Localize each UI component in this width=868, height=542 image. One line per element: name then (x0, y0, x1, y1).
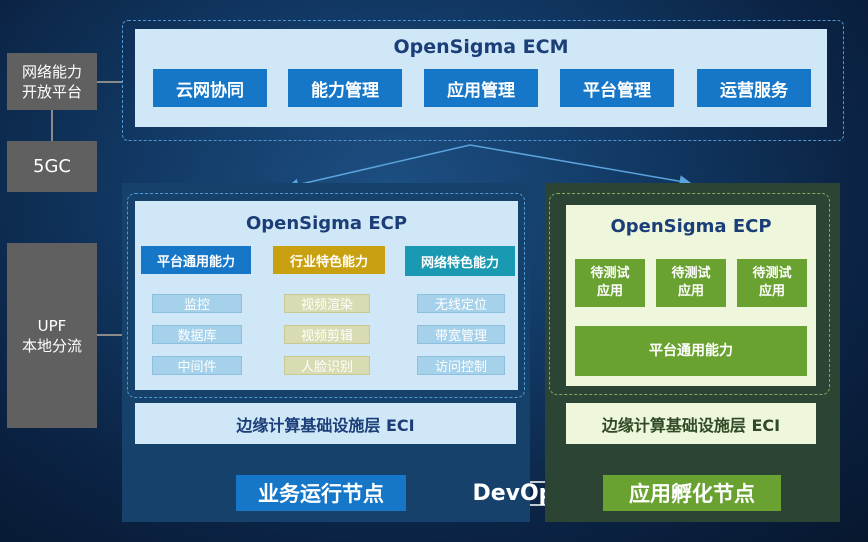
business-ecp-frame (127, 193, 525, 398)
category-network-feature: 网络特色能力 (405, 246, 515, 276)
business-eci-bar: 边缘计算基础设施层 ECI (135, 403, 516, 444)
capability-cell: 监控 (152, 294, 242, 313)
ecm-item-capability-mgmt: 能力管理 (288, 69, 402, 107)
capability-cell: 视频剪辑 (284, 325, 370, 344)
capability-cell: 中间件 (152, 356, 242, 375)
business-ecp-title: OpenSigma ECP (245, 213, 408, 234)
arrow-ecm-to-business (286, 144, 471, 191)
arrow-ecm-to-incubation (469, 144, 692, 188)
business-node-label: 业务运行节点 (236, 475, 406, 511)
capability-cell: 数据库 (152, 325, 242, 344)
test-app-box: 待测试 应用 (575, 259, 645, 307)
5gc-box: 5GC (7, 141, 97, 192)
incubation-ecp-title: OpenSigma ECP (610, 216, 772, 237)
incubation-eci-bar: 边缘计算基础设施层 ECI (566, 403, 816, 444)
upf-box: UPF 本地分流 (7, 243, 97, 428)
ecm-item-cloud-network: 云网协同 (153, 69, 267, 107)
incubation-ecp-frame (549, 193, 830, 395)
incubation-common-capability: 平台通用能力 (575, 326, 807, 376)
capability-cell: 视频渲染 (284, 294, 370, 313)
capability-cell: 带宽管理 (417, 325, 505, 344)
ecm-frame (122, 20, 844, 141)
test-app-box: 待测试 应用 (656, 259, 726, 307)
incubation-node-label: 应用孵化节点 (603, 475, 781, 511)
open-platform-box: 网络能力 开放平台 (7, 53, 97, 110)
ecm-title: OpenSigma ECM (393, 36, 569, 58)
capability-cell: 人脸识别 (284, 356, 370, 375)
test-app-box: 待测试 应用 (737, 259, 807, 307)
ecm-item-operation-service: 运营服务 (697, 69, 811, 107)
ecm-item-platform-mgmt: 平台管理 (560, 69, 674, 107)
capability-cell: 无线定位 (417, 294, 505, 313)
category-platform-common: 平台通用能力 (141, 246, 251, 274)
category-industry-feature: 行业特色能力 (273, 246, 385, 274)
capability-cell: 访问控制 (417, 356, 505, 375)
ecm-item-app-mgmt: 应用管理 (424, 69, 538, 107)
